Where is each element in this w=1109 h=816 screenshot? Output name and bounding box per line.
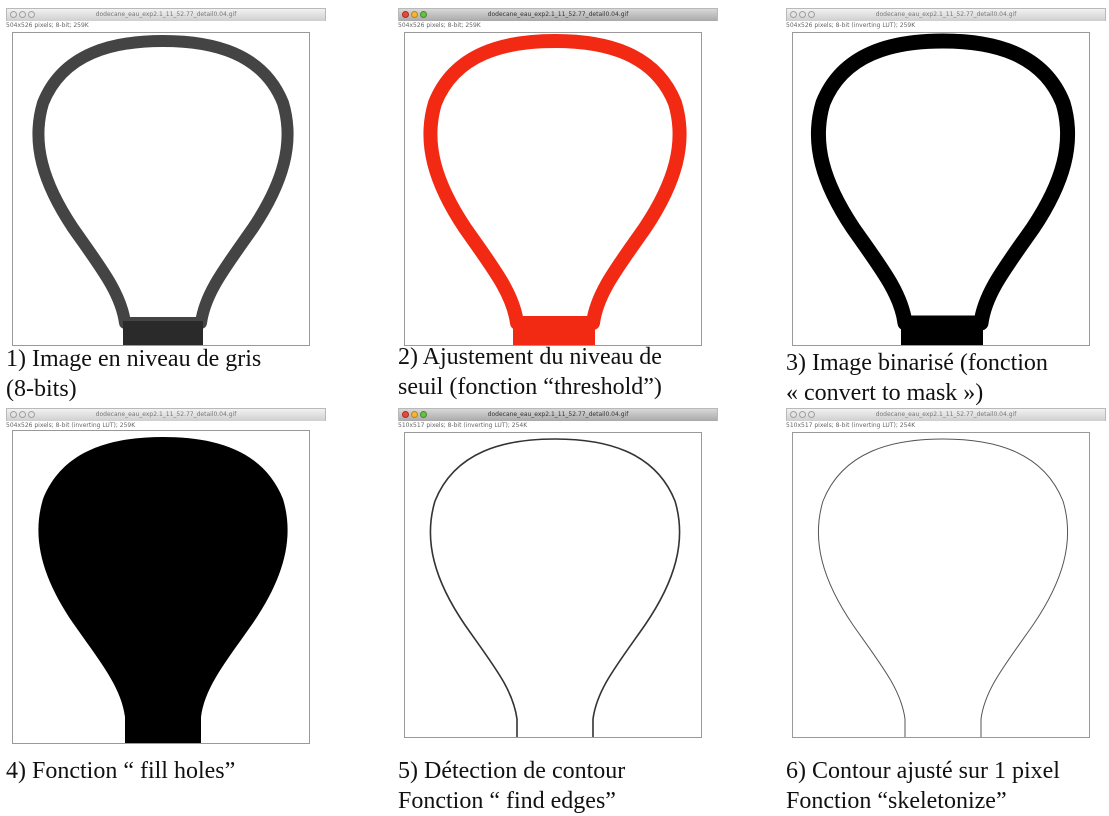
image-canvas-fill-holes[interactable] <box>12 430 310 744</box>
grayscale-drop-image <box>13 33 309 345</box>
caption-4: 4) Fonction “ fill holes” <box>6 756 235 786</box>
minimize-icon[interactable] <box>799 411 806 418</box>
image-canvas-threshold[interactable] <box>404 32 702 346</box>
caption-1: 1) Image en niveau de gris (8-bits) <box>6 344 261 404</box>
image-window-4[interactable]: dodecane_eau_exp2.1_11_52.77_detail0.04.… <box>6 408 326 421</box>
caption-6: 6) Contour ajusté sur 1 pixel Fonction “… <box>786 756 1060 816</box>
image-info: 510x517 pixels; 8-bit (inverting LUT); 2… <box>398 421 718 430</box>
window-titlebar[interactable]: dodecane_eau_exp2.1_11_52.77_detail0.04.… <box>6 408 326 421</box>
mask-drop-image <box>793 33 1089 345</box>
image-canvas-find-edges[interactable] <box>404 432 702 738</box>
minimize-icon[interactable] <box>411 411 418 418</box>
drop-shape <box>38 41 287 323</box>
minimize-icon[interactable] <box>19 11 26 18</box>
window-controls[interactable] <box>10 11 35 18</box>
drop-shape <box>430 41 679 323</box>
minimize-icon[interactable] <box>19 411 26 418</box>
window-title: dodecane_eau_exp2.1_11_52.77_detail0.04.… <box>96 409 237 421</box>
image-info: 504x526 pixels; 8-bit; 259K <box>398 21 718 30</box>
panel-threshold: dodecane_eau_exp2.1_11_52.77_detail0.04.… <box>398 8 728 408</box>
image-window-2[interactable]: dodecane_eau_exp2.1_11_52.77_detail0.04.… <box>398 8 718 21</box>
drop-neck <box>123 321 203 345</box>
window-controls[interactable] <box>790 411 815 418</box>
window-controls[interactable] <box>402 11 427 18</box>
zoom-icon[interactable] <box>28 11 35 18</box>
close-icon[interactable] <box>790 11 797 18</box>
drop-contour <box>430 439 679 737</box>
window-titlebar[interactable]: dodecane_eau_exp2.1_11_52.77_detail0.04.… <box>398 408 718 421</box>
filled-drop-image <box>13 431 309 743</box>
skeleton-drop-image <box>793 433 1089 737</box>
image-window-5[interactable]: dodecane_eau_exp2.1_11_52.77_detail0.04.… <box>398 408 718 421</box>
close-icon[interactable] <box>790 411 797 418</box>
zoom-icon[interactable] <box>808 411 815 418</box>
drop-shape <box>818 41 1067 323</box>
window-title: dodecane_eau_exp2.1_11_52.77_detail0.04.… <box>488 409 629 421</box>
window-titlebar[interactable]: dodecane_eau_exp2.1_11_52.77_detail0.04.… <box>786 8 1106 21</box>
drop-shape <box>38 437 287 743</box>
close-icon[interactable] <box>402 11 409 18</box>
zoom-icon[interactable] <box>808 11 815 18</box>
minimize-icon[interactable] <box>411 11 418 18</box>
window-titlebar[interactable]: dodecane_eau_exp2.1_11_52.77_detail0.04.… <box>786 408 1106 421</box>
image-window-3[interactable]: dodecane_eau_exp2.1_11_52.77_detail0.04.… <box>786 8 1106 21</box>
image-canvas-mask[interactable] <box>792 32 1090 346</box>
window-controls[interactable] <box>790 11 815 18</box>
edges-drop-image <box>405 433 701 737</box>
image-canvas-grayscale[interactable] <box>12 32 310 346</box>
window-titlebar[interactable]: dodecane_eau_exp2.1_11_52.77_detail0.04.… <box>398 8 718 21</box>
threshold-drop-image <box>405 33 701 345</box>
image-window-1[interactable]: dodecane_eau_exp2.1_11_52.77_detail0.04.… <box>6 8 326 21</box>
zoom-icon[interactable] <box>28 411 35 418</box>
image-window-6[interactable]: dodecane_eau_exp2.1_11_52.77_detail0.04.… <box>786 408 1106 421</box>
caption-2: 2) Ajustement du niveau de seuil (foncti… <box>398 342 662 402</box>
window-title: dodecane_eau_exp2.1_11_52.77_detail0.04.… <box>96 9 237 21</box>
zoom-icon[interactable] <box>420 411 427 418</box>
window-title: dodecane_eau_exp2.1_11_52.77_detail0.04.… <box>488 9 629 21</box>
image-info: 504x526 pixels; 8-bit; 259K <box>6 21 326 30</box>
image-info: 504x526 pixels; 8-bit (inverting LUT); 2… <box>6 421 326 430</box>
image-canvas-skeletonize[interactable] <box>792 432 1090 738</box>
image-info: 504x526 pixels; 8-bit (inverting LUT); 2… <box>786 21 1106 30</box>
close-icon[interactable] <box>402 411 409 418</box>
close-icon[interactable] <box>10 411 17 418</box>
window-title: dodecane_eau_exp2.1_11_52.77_detail0.04.… <box>876 409 1017 421</box>
zoom-icon[interactable] <box>420 11 427 18</box>
close-icon[interactable] <box>10 11 17 18</box>
window-titlebar[interactable]: dodecane_eau_exp2.1_11_52.77_detail0.04.… <box>6 8 326 21</box>
drop-neck <box>901 319 983 345</box>
caption-3: 3) Image binarisé (fonction « convert to… <box>786 348 1048 408</box>
image-info: 510x517 pixels; 8-bit (inverting LUT); 2… <box>786 421 1106 430</box>
panel-fill-holes: dodecane_eau_exp2.1_11_52.77_detail0.04.… <box>6 408 336 808</box>
panel-skeletonize: dodecane_eau_exp2.1_11_52.77_detail0.04.… <box>786 408 1109 808</box>
caption-5: 5) Détection de contour Fonction “ find … <box>398 756 625 816</box>
window-controls[interactable] <box>10 411 35 418</box>
drop-contour <box>818 439 1067 737</box>
panel-grayscale: dodecane_eau_exp2.1_11_52.77_detail0.04.… <box>6 8 336 408</box>
panel-find-edges: dodecane_eau_exp2.1_11_52.77_detail0.04.… <box>398 408 728 808</box>
minimize-icon[interactable] <box>799 11 806 18</box>
panel-mask: dodecane_eau_exp2.1_11_52.77_detail0.04.… <box>786 8 1109 408</box>
window-title: dodecane_eau_exp2.1_11_52.77_detail0.04.… <box>876 9 1017 21</box>
window-controls[interactable] <box>402 411 427 418</box>
